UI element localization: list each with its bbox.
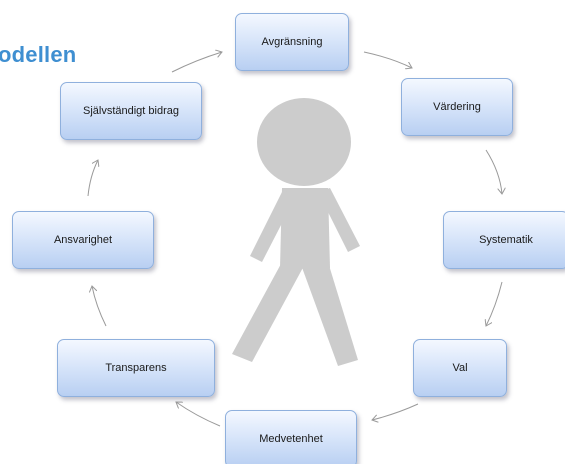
arrow-transparens-to-ansvarighet [92, 286, 107, 327]
arrow-avgransning-to-vardering [363, 51, 412, 68]
arrow-medvetenhet-to-transparens [176, 402, 221, 427]
arrow-vardering-to-systematik [485, 149, 502, 194]
arrow-systematik-to-val [486, 281, 503, 326]
node-ansvarighet: Ansvarighet [12, 211, 154, 269]
node-transparens: Transparens [57, 339, 215, 397]
node-val: Val [413, 339, 507, 397]
node-systematik: Systematik [443, 211, 565, 269]
node-vardering: Värdering [401, 78, 513, 136]
arrow-ansvarighet-to-sjalv [87, 160, 98, 197]
node-medvetenhet: Medvetenhet [225, 410, 357, 464]
page-title: odellen [0, 42, 77, 67]
node-sjalvstandigt-bidrag: Självständigt bidrag [60, 82, 202, 140]
arrow-sjalv-to-avgransning [171, 52, 222, 73]
arrow-val-to-medvetenhet [372, 403, 419, 420]
node-avgransning: Avgränsning [235, 13, 349, 71]
